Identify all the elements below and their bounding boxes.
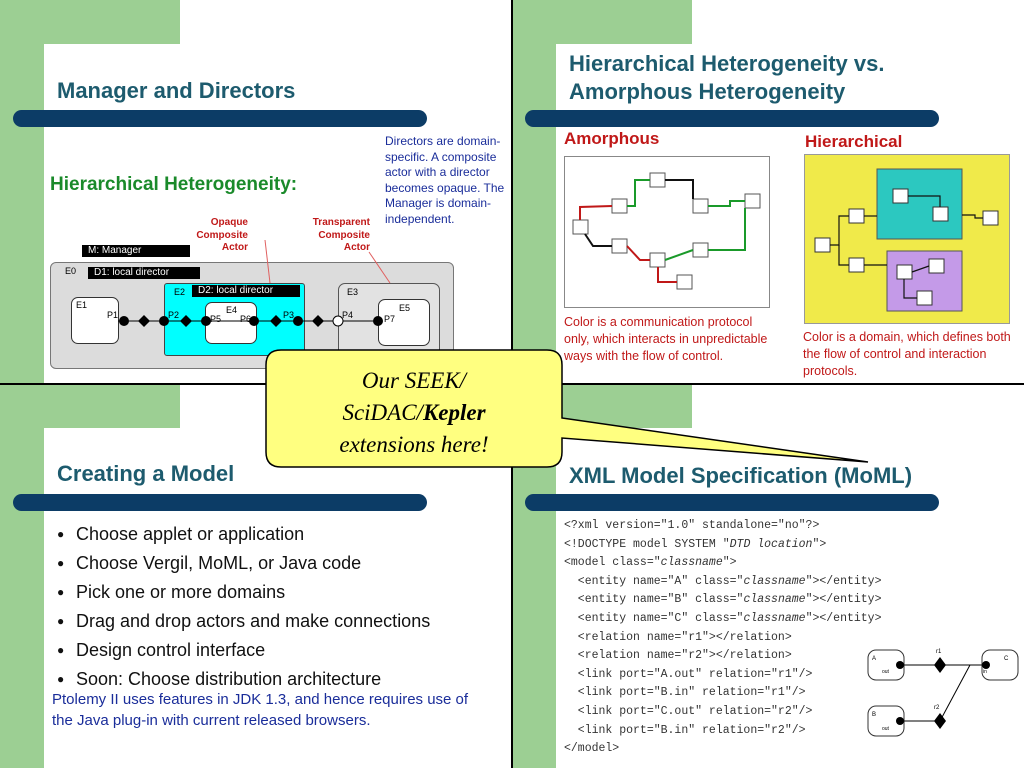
node-b-label: B	[872, 712, 876, 718]
e0-label: E0	[65, 266, 77, 276]
title-bar	[525, 494, 939, 511]
e4-box	[205, 302, 257, 344]
p1-label: P1	[107, 310, 119, 320]
e4-label: E4	[226, 305, 238, 315]
bullet-item: Design control interface	[57, 636, 430, 665]
xml-line: <model class="classname">	[564, 556, 737, 570]
xml-line: <link port="B.in" relation="r1"/>	[564, 686, 806, 700]
green-frame-side	[0, 0, 44, 384]
bullet-item: Choose applet or application	[57, 520, 430, 549]
slide-manager-directors: Manager and Directors Hierarchical Heter…	[0, 0, 512, 384]
ptolemy-note: Ptolemy II uses features in JDK 1.3, and…	[52, 691, 469, 729]
directors-note: Directors are domain-specific. A composi…	[385, 134, 505, 226]
xml-line: <?xml version="1.0" standalone="no"?>	[564, 519, 820, 532]
bullet-item: Pick one or more domains	[57, 578, 430, 607]
title-bar	[13, 110, 427, 127]
slide-title: XML Model Specification (MoML)	[569, 463, 913, 488]
p3-label: P3	[283, 310, 295, 320]
green-frame-side	[512, 0, 556, 384]
node-b-port: out	[882, 726, 890, 732]
slide-title-line2: Amorphous Heterogeneity	[569, 79, 846, 104]
callout-line2: SciDAC/Kepler	[268, 397, 560, 429]
xml-line: <entity name="B" class="classname"></ent…	[564, 593, 882, 607]
bullet-item: Soon: Choose distribution architecture	[57, 665, 430, 694]
e3-label: E3	[347, 287, 359, 297]
d1-bar: D1: local director	[88, 267, 200, 279]
xml-code: <?xml version="1.0" standalone="no"?> <!D…	[564, 517, 881, 759]
slide-panel	[556, 428, 1024, 768]
manager-bar: M: Manager	[82, 245, 190, 257]
bullet-item: Drag and drop actors and make connection…	[57, 607, 430, 636]
e1-box	[71, 297, 119, 344]
node-c-port: in	[983, 669, 987, 675]
subtitle: Hierarchical Heterogeneity:	[50, 174, 298, 195]
node-a-label: A	[872, 656, 876, 662]
slide-title: Manager and Directors	[57, 78, 296, 103]
xml-line: <link port="B.in" relation="r2"/>	[564, 723, 806, 737]
p2-label: P2	[168, 310, 180, 320]
node-c-label: C	[1004, 656, 1009, 662]
relation-r1-label: r1	[936, 649, 942, 655]
slide-title-line1: Hierarchical Heterogeneity vs.	[569, 51, 885, 76]
callout-line2-plain: SciDAC/	[342, 400, 423, 425]
bullet-item: Choose Vergil, MoML, or Java code	[57, 549, 430, 578]
moml-diagram: A out B out C in r1 r2	[867, 649, 1019, 737]
hierarchical-diagram	[804, 154, 1010, 324]
hierarchical-caption: Color is a domain, which defines both th…	[803, 330, 1011, 378]
xml-line: <relation name="r1"></relation>	[564, 630, 792, 644]
callout-line1: Our SEEK/	[361, 368, 467, 393]
d2-bar: D2: local director	[192, 285, 300, 297]
e5-label: E5	[399, 303, 411, 313]
e0-connections	[118, 239, 391, 327]
xml-line: <link port="A.out" relation="r1"/>	[564, 667, 813, 681]
hierarchical-heading: Hierarchical	[805, 132, 903, 151]
callout-line2-bold: Kepler	[422, 400, 486, 425]
title-bar	[13, 494, 427, 511]
amorphous-heading: Amorphous	[564, 129, 660, 148]
xml-line: </model>	[564, 742, 620, 756]
e2-label: E2	[174, 287, 186, 297]
amorphous-diagram	[564, 156, 770, 308]
p5-label: P5	[210, 314, 222, 324]
bullet-list: Choose applet or application Choose Verg…	[57, 520, 430, 694]
xml-line: <entity name="C" class="classname"></ent…	[564, 611, 882, 625]
node-a-port: out	[882, 669, 890, 675]
e1-label: E1	[76, 300, 88, 310]
p6-label: P6	[240, 314, 252, 324]
xml-line: <!DOCTYPE model SYSTEM "DTD location">	[564, 537, 827, 551]
title-bar	[525, 110, 939, 127]
p7-label: P7	[384, 314, 396, 324]
xml-line: <entity name="A" class="classname"></ent…	[564, 574, 882, 588]
green-frame-side	[0, 384, 44, 768]
xml-line: <link port="C.out" relation="r2"/>	[564, 704, 813, 718]
callout-text: Our SEEK/ SciDAC/Kepler extensions here!	[268, 365, 560, 461]
amorphous-caption: Color is a communication protocol only, …	[564, 315, 768, 363]
xml-line: <relation name="r2"></relation>	[564, 649, 792, 663]
slide-title: Creating a Model	[57, 461, 235, 486]
callout-line3: extensions here!	[339, 432, 489, 457]
p4-label: P4	[342, 310, 354, 320]
relation-r2-label: r2	[934, 705, 940, 711]
